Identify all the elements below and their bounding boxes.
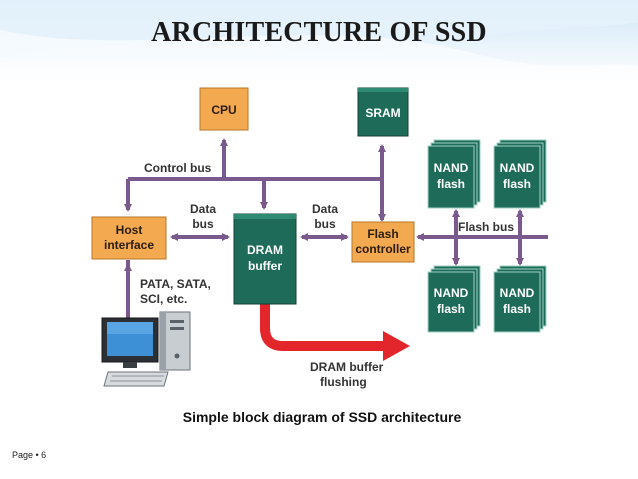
control-bus-label: Control bus bbox=[144, 161, 212, 175]
svg-text:DRAM: DRAM bbox=[247, 243, 283, 257]
svg-text:NAND: NAND bbox=[500, 161, 535, 175]
sram-block: SRAM bbox=[357, 87, 409, 137]
slide-title: ARCHITECTURE OF SSD bbox=[151, 17, 487, 48]
svg-text:flushing: flushing bbox=[320, 375, 367, 389]
svg-text:bus: bus bbox=[192, 217, 214, 231]
svg-text:flash: flash bbox=[503, 302, 531, 316]
svg-text:NAND: NAND bbox=[500, 286, 535, 300]
desktop-computer-icon bbox=[101, 311, 191, 387]
svg-text:Flash: Flash bbox=[367, 227, 398, 241]
svg-text:SRAM: SRAM bbox=[365, 106, 400, 120]
nand-flash-top-right: NAND flash bbox=[493, 139, 547, 209]
svg-text:NAND: NAND bbox=[434, 286, 469, 300]
dram-flushing-arrow bbox=[260, 304, 410, 361]
nand-flash-top-left: NAND flash bbox=[427, 139, 481, 209]
flash-bus-label: Flash bus bbox=[458, 220, 514, 234]
svg-text:flash: flash bbox=[437, 177, 465, 191]
svg-text:SCI, etc.: SCI, etc. bbox=[140, 292, 187, 306]
flash-controller-block: Flash controller bbox=[351, 221, 415, 263]
svg-text:CPU: CPU bbox=[211, 103, 236, 117]
dram-flushing-label: DRAM buffer bbox=[310, 360, 384, 374]
host-interface-block: Host interface bbox=[91, 216, 167, 260]
svg-text:flash: flash bbox=[437, 302, 465, 316]
svg-text:interface: interface bbox=[104, 238, 154, 252]
svg-text:Host: Host bbox=[116, 223, 143, 237]
svg-text:bus: bus bbox=[314, 217, 336, 231]
page-number: Page • 6 bbox=[12, 450, 47, 460]
data-bus-left-label: Data bbox=[190, 202, 216, 216]
svg-text:flash: flash bbox=[503, 177, 531, 191]
svg-text:buffer: buffer bbox=[248, 259, 282, 273]
header-sky-band bbox=[0, 0, 638, 84]
svg-text:NAND: NAND bbox=[434, 161, 469, 175]
svg-text:controller: controller bbox=[355, 242, 411, 256]
dram-buffer-block: DRAM buffer bbox=[233, 213, 297, 305]
diagram-caption: Simple block diagram of SSD architecture bbox=[182, 409, 462, 425]
host-protocols-label: PATA, SATA, bbox=[140, 277, 211, 291]
cpu-block: CPU bbox=[199, 87, 249, 131]
data-bus-right-label: Data bbox=[312, 202, 338, 216]
nand-flash-bottom-right: NAND flash bbox=[493, 265, 547, 333]
nand-flash-bottom-left: NAND flash bbox=[427, 265, 481, 333]
